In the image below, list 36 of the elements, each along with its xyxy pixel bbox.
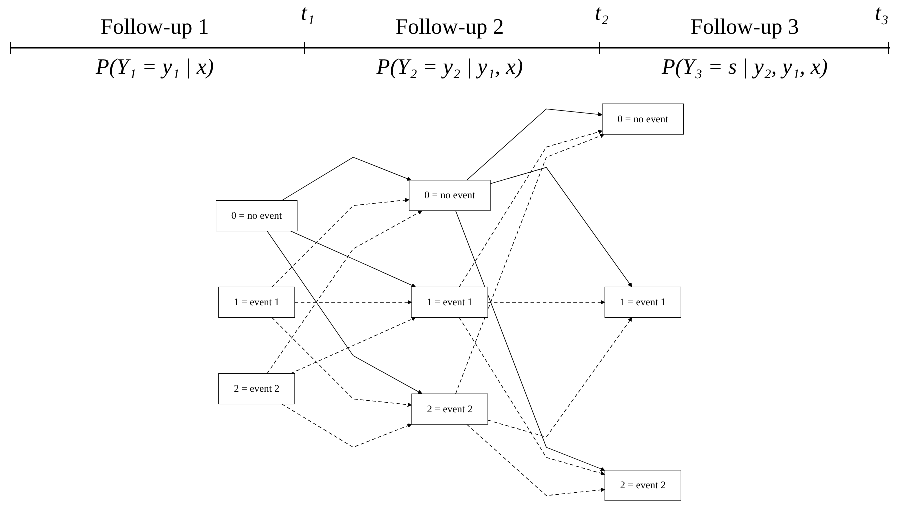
state-box: 1 = event 1 bbox=[218, 286, 296, 318]
arrow bbox=[490, 167, 632, 288]
arrow bbox=[267, 210, 423, 374]
arrow bbox=[290, 230, 416, 288]
state-box: 0 = no event bbox=[602, 104, 684, 135]
period-label: Follow-up 3 bbox=[690, 14, 800, 40]
probability-formula: P(Y₂ = y₂ | y₁, x) bbox=[376, 54, 524, 80]
arrow bbox=[294, 300, 412, 305]
arrow bbox=[466, 108, 603, 181]
arrow bbox=[290, 317, 416, 374]
arrow bbox=[267, 230, 423, 394]
probability-formula: P(Y₁ = y₁ | x) bbox=[96, 54, 214, 80]
period-label: Follow-up 1 bbox=[100, 14, 210, 40]
arrow bbox=[456, 210, 606, 472]
time-label: t₂ bbox=[595, 0, 609, 26]
time-label: t₃ bbox=[875, 0, 889, 26]
arrow bbox=[456, 134, 605, 394]
arrow bbox=[282, 157, 412, 202]
arrow bbox=[272, 198, 410, 288]
period-label: Follow-up 2 bbox=[396, 14, 504, 40]
state-box: 2 = event 2 bbox=[412, 394, 488, 425]
probability-formula: P(Y₃ = s | y₂, y₁, x) bbox=[662, 54, 828, 80]
state-box: 1 = event 1 bbox=[604, 286, 682, 318]
state-box: 2 = event 2 bbox=[604, 470, 682, 502]
arrow bbox=[488, 300, 606, 305]
state-box: 0 = no event bbox=[409, 180, 491, 212]
arrow bbox=[466, 424, 606, 496]
state-box: 0 = no event bbox=[216, 200, 298, 232]
state-box: 1 = event 1 bbox=[412, 286, 488, 318]
arrow bbox=[459, 317, 606, 476]
arrow bbox=[488, 318, 632, 438]
arrow bbox=[272, 317, 412, 408]
state-box: 2 = event 2 bbox=[218, 373, 296, 405]
arrow bbox=[459, 130, 603, 288]
time-label: t₁ bbox=[301, 0, 315, 26]
arrow bbox=[282, 404, 412, 448]
